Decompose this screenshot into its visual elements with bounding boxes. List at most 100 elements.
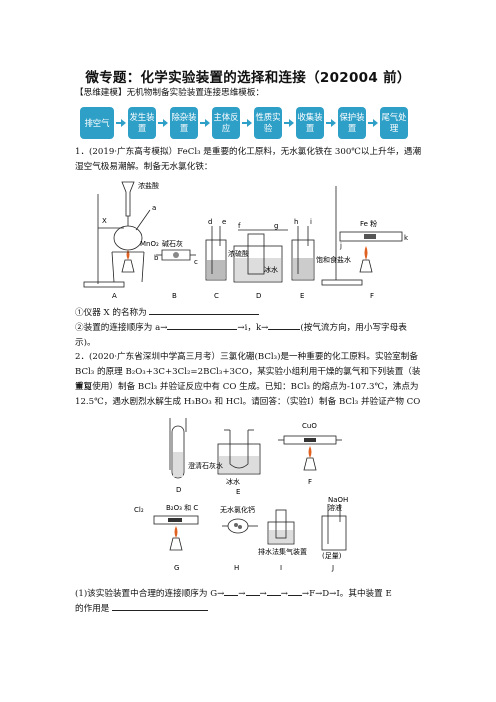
- q1-line2: 湿空气极易潮解。制备无水氯化铁：: [75, 162, 213, 172]
- q2-line4: 12.5℃，遇水剧烈水解生成 H₃BO₃ 和 HCl。请回答：（实验Ⅰ）制备 B…: [75, 397, 421, 407]
- q1-sub1: ①仪器 X 的名称为: [75, 305, 427, 321]
- q1-sub1-text: ①仪器 X 的名称为: [75, 308, 147, 318]
- drying-tube: [161, 249, 191, 261]
- label-limewater: 澄清石灰水: [188, 461, 223, 470]
- device-label: H: [234, 564, 239, 572]
- flow-arrow: [200, 119, 210, 127]
- answer-blank[interactable]: [112, 601, 209, 611]
- port-label: b: [154, 254, 159, 262]
- dropping-funnel: [121, 181, 135, 217]
- label-cuo: CuO: [302, 422, 317, 430]
- q2-sub1-text-c: 的作用是: [75, 604, 110, 614]
- device-label: E: [236, 488, 240, 496]
- page-title: 微专题：化学实验装置的选择和连接（202004 前）: [85, 70, 411, 86]
- label-sat-brine: 饱和食盐水: [316, 255, 351, 264]
- ice-water-trough: [233, 245, 283, 283]
- flow-step: 发生装置: [128, 107, 156, 139]
- alcohol-lamp: [121, 259, 135, 273]
- label-excess: (足量): [322, 552, 342, 560]
- flow-step: 保护装置: [338, 107, 366, 139]
- collection-bottle: [247, 233, 265, 275]
- round-flask: [113, 225, 143, 251]
- limewater-tube: [171, 425, 185, 479]
- port-label: f: [238, 222, 241, 230]
- flow-step: 收集装置: [296, 107, 324, 139]
- answer-blank[interactable]: [149, 305, 260, 315]
- port-label: j: [339, 242, 342, 250]
- q1-sub2-text-b: →i，k→: [237, 323, 269, 333]
- q1-sub2-text-c: (按气流方向，用小写字母表示)。: [75, 323, 407, 348]
- answer-blank[interactable]: [266, 586, 281, 596]
- flow-arrow: [242, 119, 252, 127]
- q2-sub1-cont: 的作用是: [75, 601, 427, 617]
- device-label: J: [331, 564, 334, 572]
- device-label: D: [256, 292, 261, 300]
- port-label: i: [310, 218, 312, 226]
- label-fe-powder: Fe 粉: [360, 219, 377, 228]
- water-collection-trough: [267, 521, 295, 545]
- label-naoh: NaOH: [328, 496, 348, 504]
- answer-blank[interactable]: [167, 320, 238, 330]
- label-x: X: [102, 217, 107, 225]
- flow-step: 性质实验: [254, 107, 282, 139]
- port-label: k: [404, 234, 409, 242]
- q2-apparatus-figure: 澄清石灰水 冰水 CuO Cl₂ B₂O₃ 和 C 无水氯化钙 排水法集气装置 …: [134, 418, 348, 572]
- cacl2-drying-bulb: [227, 518, 249, 534]
- device-label: B: [172, 292, 177, 300]
- q1-sub2-text-a: ②装置的连接顺序为 a→: [75, 323, 168, 333]
- alcohol-lamp: [303, 457, 317, 471]
- device-label: I: [280, 564, 282, 572]
- label-conc-hcl: 浓盐酸: [138, 181, 159, 190]
- answer-blank[interactable]: [245, 586, 260, 596]
- label-cacl2: 无水氯化钙: [220, 505, 255, 514]
- reaction-tube: [339, 231, 403, 242]
- flow-arrow: [116, 119, 126, 127]
- port-label: g: [274, 222, 278, 230]
- wash-bottle-h2so4: [205, 239, 227, 281]
- q2-line1: 2．(2020·广东省深圳中学高三月考）三氯化硼(BCl₃)是一种重要的化工原料…: [75, 352, 418, 362]
- device-label: C: [214, 292, 219, 300]
- label-ice-water: 冰水: [264, 265, 278, 274]
- label-conc-h2so4: 浓硫酸: [228, 249, 249, 258]
- alcohol-lamp: [359, 259, 373, 273]
- ice-water-beaker: [217, 443, 261, 475]
- q2-sub1-text-a: (1)该实验装置中合理的连接顺序为 G→: [75, 589, 225, 599]
- b2o3-tube: [153, 515, 199, 525]
- stand-base: [83, 281, 125, 288]
- device-label: F: [370, 292, 374, 300]
- q2-sub1-text-b: →F→D→I。其中装置 E: [301, 589, 392, 599]
- device-label: F: [308, 478, 312, 486]
- u-tube: [229, 430, 249, 469]
- device-label: E: [300, 292, 304, 300]
- q2-sub1: (1)该实验装置中合理的连接顺序为 G→→→→→F→D→I。其中装置 E: [75, 586, 427, 602]
- wash-bottle-brine: [291, 239, 315, 281]
- label-solution: 溶液: [328, 503, 342, 512]
- label-b2o3-c: B₂O₃ 和 C: [166, 503, 198, 512]
- flow-arrow: [326, 119, 336, 127]
- label-mno2: MnO₂: [140, 240, 159, 248]
- q1-apparatus-figure: 浓盐酸 a X MnO₂ 碱石灰 浓硫酸 冰水 饱和食盐水 Fe 粉 b c d…: [83, 181, 409, 300]
- answer-blank[interactable]: [287, 586, 302, 596]
- answer-blank[interactable]: [268, 320, 301, 330]
- port-label: h: [294, 218, 298, 226]
- flow-arrow: [158, 119, 168, 127]
- device-label: A: [112, 292, 117, 300]
- flow-step: 排空气: [80, 107, 114, 139]
- naoh-bottle: [321, 515, 347, 551]
- label-a: a: [152, 204, 156, 212]
- alcohol-lamp: [169, 537, 183, 551]
- flow-arrow: [284, 119, 294, 127]
- label-water-collect: 排水法集气装置: [258, 547, 307, 556]
- label-cl2: Cl₂: [134, 506, 144, 514]
- flow-step: 主体反应: [212, 107, 240, 139]
- flow-arrow: [368, 119, 378, 127]
- thinking-flow-diagram: 排空气 发生装置 除杂装置 主体反应 性质实验 收集装置 保护装置 尾气处理: [80, 107, 420, 143]
- flow-step: 尾气处理: [380, 107, 408, 139]
- q1-sub2: ②装置的连接顺序为 a→ →i，k→(按气流方向，用小写字母表示)。: [75, 320, 427, 351]
- answer-blank[interactable]: [224, 586, 239, 596]
- model-header: 【思维建模】无机物制备实验装置连接思维模板：: [75, 88, 265, 98]
- q1-line1: 1．(2019·广东高考模拟）FeCl₃ 是重要的化工原料，无水氯化铁在 300…: [75, 147, 422, 157]
- gas-jar: [275, 509, 287, 539]
- q2-line2: BCl₃ 的原理 B₂O₃+3C+3Cl₂=2BCl₃+3CO，某实验小组利用干…: [75, 367, 421, 392]
- port-label: c: [194, 258, 198, 266]
